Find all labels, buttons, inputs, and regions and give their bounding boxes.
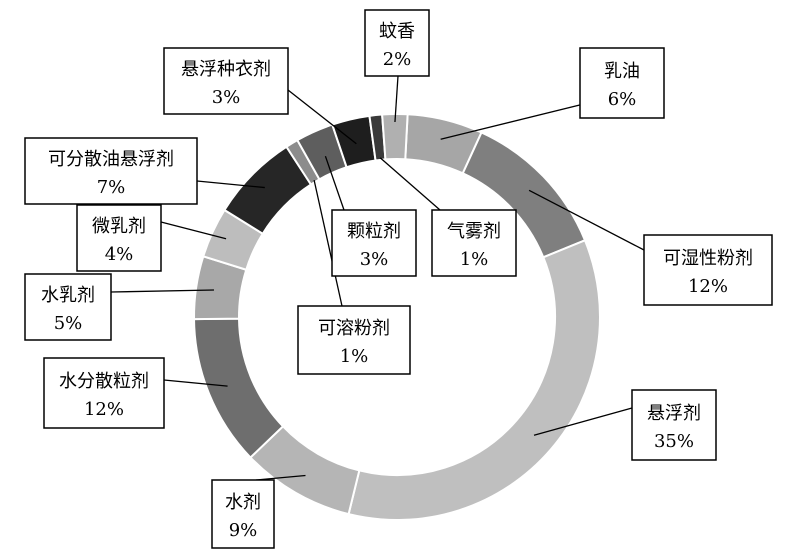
- slice-5: [193, 317, 285, 459]
- leader-line-6: [110, 289, 214, 293]
- leader-line-1: [440, 99, 601, 140]
- category-label: 可溶粉剂: [318, 318, 390, 339]
- slice-3: [347, 238, 601, 521]
- value-label: 1%: [340, 346, 369, 367]
- callout-label-11: 悬浮种衣剂 3%: [163, 47, 289, 115]
- leader-line-13: [394, 75, 399, 123]
- value-label: 5%: [54, 313, 83, 334]
- leader-line-9: [313, 180, 343, 307]
- callout-label-10: 颗粒剂 3%: [331, 209, 417, 277]
- callout-box: [211, 479, 275, 549]
- slice-13: [381, 113, 409, 161]
- value-label: 6%: [608, 89, 637, 110]
- callout-box: [24, 137, 198, 205]
- callout-box: [297, 305, 411, 375]
- callout-label-6: 水乳剂 5%: [24, 273, 112, 341]
- slices-group: [193, 113, 601, 521]
- callout-labels-group: 乳油 6% 可湿性粉剂 12% 悬浮剂 35% 水剂 9% 水分散粒剂 12% 水乳剂 5% 微乳剂 4%…: [24, 9, 773, 549]
- callout-label-1: 乳油 6%: [579, 47, 665, 119]
- callout-box: [364, 9, 430, 77]
- category-label: 气雾剂: [447, 221, 501, 242]
- category-label: 水乳剂: [41, 285, 95, 306]
- callout-label-4: 水剂 9%: [211, 479, 275, 549]
- leader-line-7: [160, 221, 227, 240]
- callout-box: [431, 209, 517, 277]
- value-label: 3%: [212, 87, 241, 108]
- callout-box: [643, 234, 773, 306]
- category-label: 可湿性粉剂: [663, 248, 753, 269]
- value-label: 2%: [383, 49, 412, 70]
- callout-box: [43, 357, 165, 429]
- category-label: 悬浮种衣剂: [181, 59, 271, 80]
- callout-label-5: 水分散粒剂 12%: [43, 357, 165, 429]
- callout-box: [631, 389, 717, 461]
- leader-line-2: [528, 189, 645, 251]
- category-label: 颗粒剂: [347, 221, 401, 242]
- leader-line-4: [255, 474, 306, 481]
- callout-label-9: 可溶粉剂 1%: [297, 305, 411, 375]
- callout-box: [331, 209, 417, 277]
- callout-box: [163, 47, 289, 115]
- callout-label-8: 可分散油悬浮剂 7%: [24, 137, 198, 205]
- leader-line-5: [163, 379, 228, 387]
- value-label: 12%: [84, 399, 124, 420]
- category-label: 水分散粒剂: [59, 371, 149, 392]
- callout-label-12: 气雾剂 1%: [431, 209, 517, 277]
- category-label: 可分散油悬浮剂: [48, 149, 174, 170]
- callout-label-2: 可湿性粉剂 12%: [643, 234, 773, 306]
- leader-line-3: [533, 407, 633, 436]
- leader-line-11: [287, 89, 357, 145]
- value-label: 9%: [229, 520, 258, 541]
- value-label: 4%: [105, 244, 134, 265]
- value-label: 12%: [688, 276, 728, 297]
- callout-label-13: 蚊香 2%: [364, 9, 430, 77]
- leader-line-8: [196, 180, 265, 189]
- category-label: 微乳剂: [92, 216, 146, 237]
- category-label: 悬浮剂: [647, 403, 701, 424]
- value-label: 7%: [97, 177, 126, 198]
- category-label: 蚊香: [379, 21, 415, 42]
- callout-box: [76, 204, 162, 272]
- value-label: 3%: [360, 249, 389, 270]
- category-label: 乳油: [604, 61, 640, 82]
- callout-box: [579, 47, 665, 119]
- callout-label-7: 微乳剂 4%: [76, 204, 162, 272]
- leader-line-12: [379, 157, 441, 211]
- value-label: 35%: [654, 431, 694, 452]
- leader-lines-group: [110, 75, 645, 481]
- value-label: 1%: [460, 249, 489, 270]
- leader-line-10: [324, 156, 345, 211]
- category-label: 水剂: [225, 492, 261, 513]
- callout-box: [24, 273, 112, 341]
- callout-label-3: 悬浮剂 35%: [631, 389, 717, 461]
